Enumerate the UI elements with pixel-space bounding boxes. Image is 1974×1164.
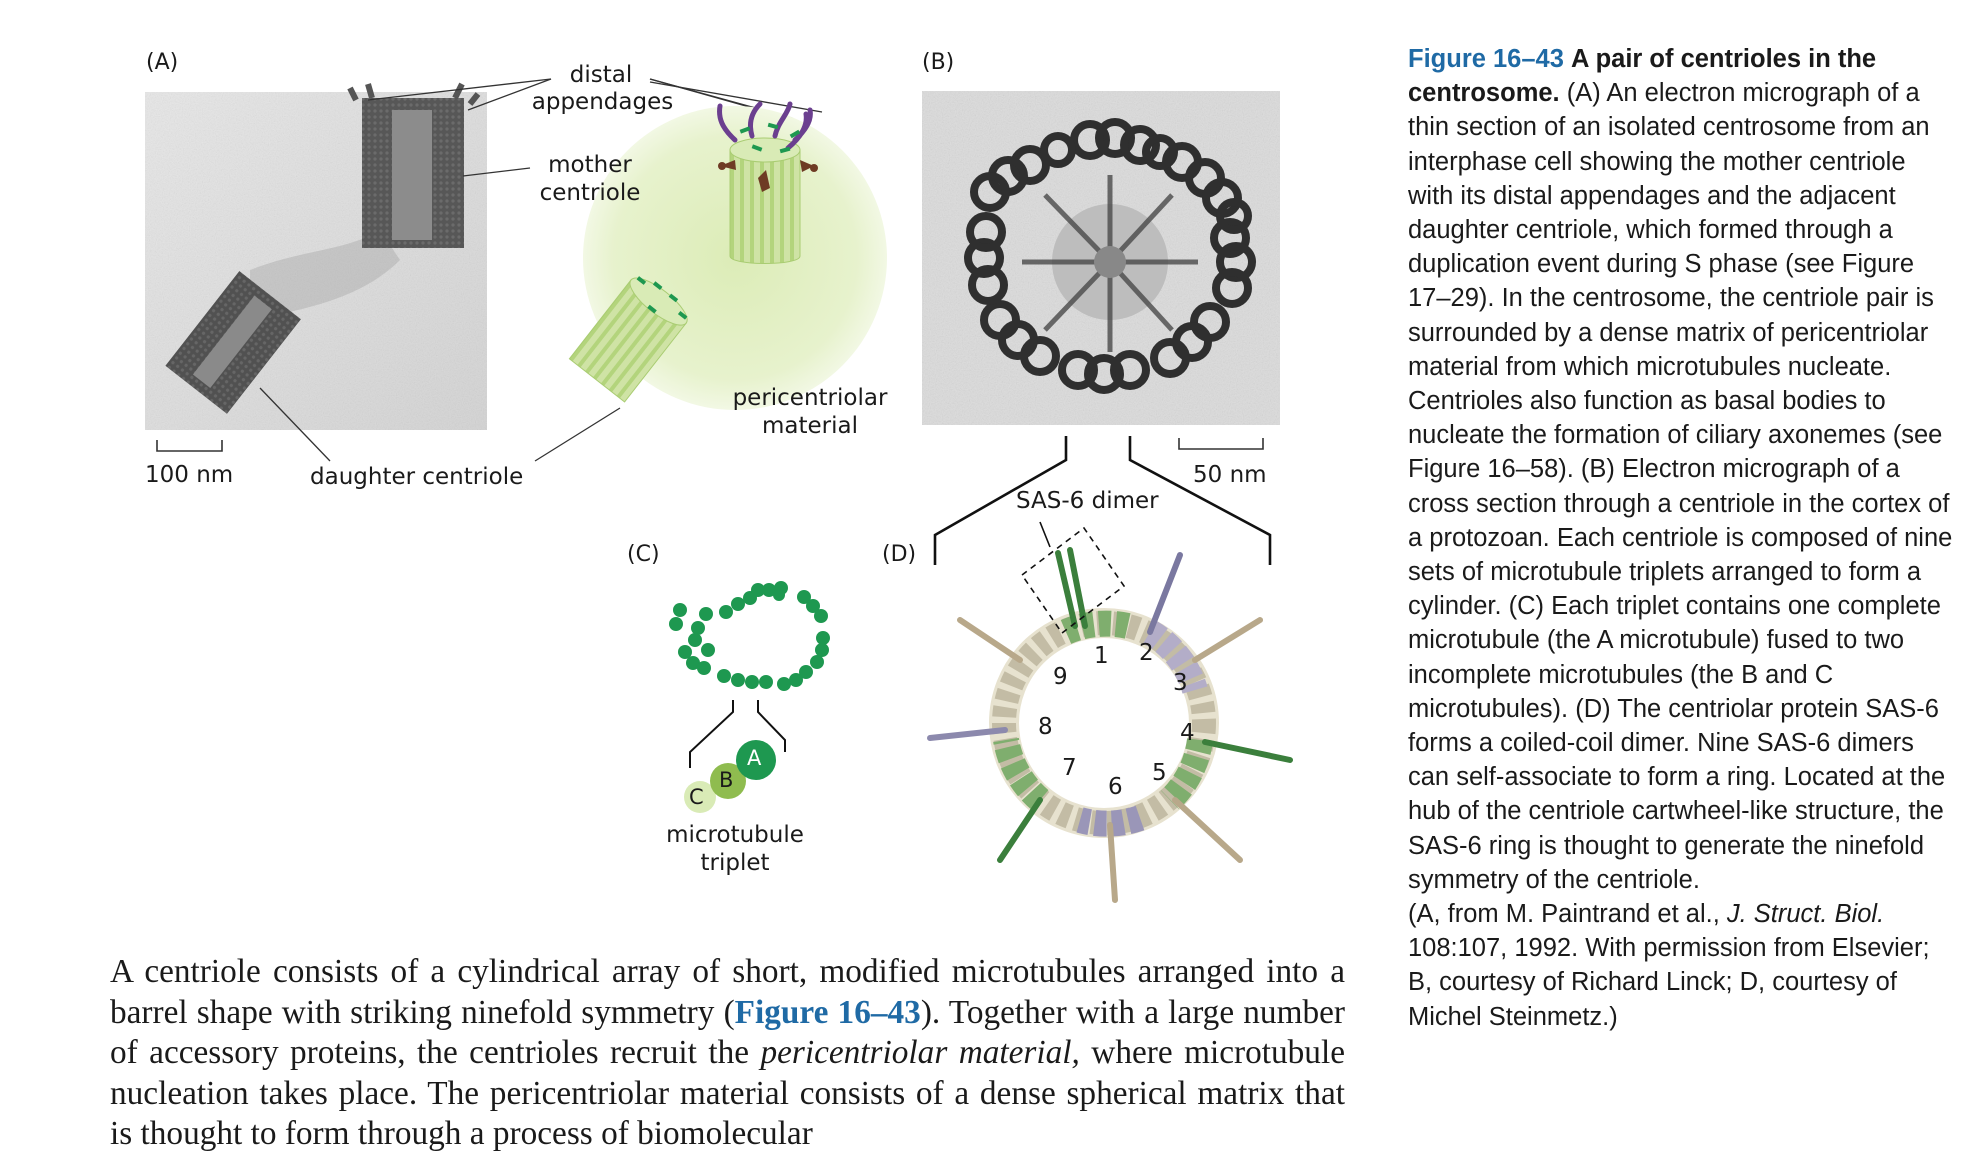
caption-text: (A) An electron micrograph of a thin sec… <box>1408 79 1953 894</box>
caption-credit-journal: J. Struct. Biol. <box>1726 900 1885 929</box>
triplet-rings <box>964 118 1256 394</box>
caption-title: A pair of centrioles in the centrosome. <box>1408 45 1877 108</box>
ring-number-5: 5 <box>1152 760 1167 786</box>
panel-b-micrograph <box>922 91 1280 425</box>
ring-number-8: 8 <box>1038 714 1053 740</box>
panel-c-ring <box>669 581 830 691</box>
body-emphasis: pericentriolar material, <box>760 1034 1080 1072</box>
ring-number-9: 9 <box>1053 664 1068 690</box>
body-text-2: ). Together with a large number of acces… <box>110 993 1345 1072</box>
panel-c-letter: (C) <box>627 542 660 567</box>
caption-credit: (A, from M. Paintrand et al., J. Struct.… <box>1408 897 1953 1034</box>
scale-bar-100nm <box>156 440 223 452</box>
label-sas6-dimer: SAS-6 dimer <box>1016 488 1159 514</box>
ring-number-3: 3 <box>1173 670 1188 696</box>
triplet-diagram <box>684 740 776 813</box>
daughter-centriole-em <box>165 271 301 414</box>
label-triplet: triplet <box>700 850 770 876</box>
body-paragraph: A centriole consists of a cylindrical ar… <box>110 952 1345 1155</box>
figure-artwork <box>145 78 1293 903</box>
panel-d-sas6-ring <box>927 521 1293 903</box>
scale-bar-50nm <box>1178 438 1264 450</box>
label-daughter-centriole: daughter centriole <box>310 464 524 490</box>
daughter-centriole-schematic <box>568 276 688 403</box>
caption-figure-number: Figure 16–43 <box>1408 45 1564 73</box>
sas6-dimer-box <box>1020 526 1126 635</box>
label-pericentriolar: pericentriolar <box>732 385 888 411</box>
panel-a-letter: (A) <box>146 50 179 75</box>
ring-number-4: 4 <box>1180 720 1195 746</box>
panel-a-micrograph <box>145 82 487 430</box>
ring-number-2: 2 <box>1139 640 1154 666</box>
mother-centriole-schematic <box>717 101 818 264</box>
panel-c-bracket <box>689 700 786 768</box>
ring-number-1: 1 <box>1094 643 1109 669</box>
mother-centriole-em <box>347 82 481 248</box>
body-text-1: A centriole consists of a cylindrical ar… <box>110 953 1345 1031</box>
panel-b-letter: (B) <box>922 50 955 75</box>
schematic-centrosome <box>568 101 887 410</box>
triplet-label-b: B <box>719 768 734 792</box>
caption-credit-a: (A, from M. Paintrand et al., <box>1408 900 1720 929</box>
caption-credit-rest: 108:107, 1992. With permission from Else… <box>1408 934 1930 1031</box>
label-distal: distal <box>569 62 633 88</box>
label-mother-centriole: centriole <box>539 180 641 206</box>
panel-d-letter: (D) <box>882 542 917 567</box>
zoom-connectors <box>933 436 1272 565</box>
ring-number-6: 6 <box>1108 774 1123 800</box>
figure-reference-link[interactable]: Figure 16–43 <box>734 993 921 1031</box>
label-mother: mother <box>548 152 632 178</box>
body-text-3: where microtubule nucleation takes place… <box>110 1034 1345 1153</box>
ring-number-7: 7 <box>1062 755 1077 781</box>
sas6-spokes <box>927 547 1293 903</box>
triplet-label-a: A <box>747 746 762 770</box>
figure-caption: Figure 16–43 A pair of centrioles in the… <box>1408 42 1953 1034</box>
triplet-label-c: C <box>689 785 704 809</box>
label-appendages: appendages <box>531 89 674 115</box>
label-material: material <box>762 413 858 439</box>
label-microtubule: microtubule <box>666 822 804 848</box>
scale-label-50nm: 50 nm <box>1193 462 1267 488</box>
scale-label-100nm: 100 nm <box>145 462 234 488</box>
sas6-dimer-leader <box>1039 521 1051 548</box>
